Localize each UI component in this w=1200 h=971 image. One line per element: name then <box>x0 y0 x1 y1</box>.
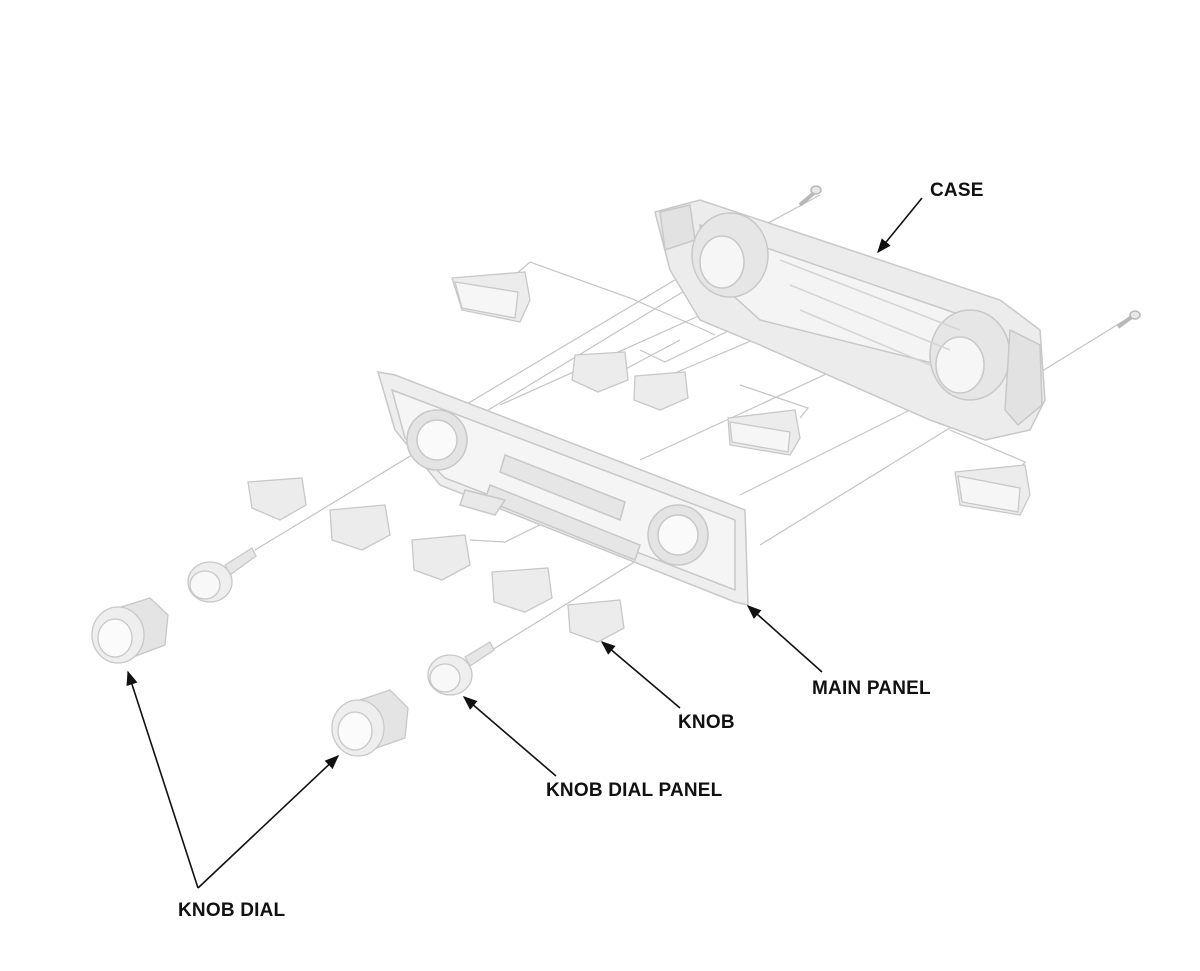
screw-right <box>1116 310 1141 329</box>
knob-button-6 <box>247 477 307 521</box>
knob-dial-panel-2 <box>427 641 495 696</box>
arrow-case <box>877 197 923 254</box>
knob-button-7 <box>329 504 391 551</box>
knob-button-8 <box>411 534 471 581</box>
label-knob-dial-panel: KNOB DIAL PANEL <box>546 780 723 801</box>
knob-button-3 <box>633 371 689 411</box>
knob-button-9 <box>491 567 553 613</box>
knob-dial-2 <box>331 689 409 757</box>
arrow-knob-dial-panel <box>462 696 557 777</box>
label-knob: KNOB <box>678 712 735 733</box>
callout-arrows <box>126 197 923 889</box>
knob-button-1 <box>451 271 531 323</box>
knob-dial-panel-1 <box>187 547 257 603</box>
knob-button-5 <box>954 464 1031 516</box>
arrow-knob <box>600 641 681 709</box>
knob-button-10 <box>567 599 625 643</box>
label-case: CASE <box>930 180 984 201</box>
knob-dial-1 <box>91 597 169 664</box>
label-main-panel: MAIN PANEL <box>812 678 931 699</box>
screw-upper <box>798 185 822 207</box>
arrow-main-panel <box>746 605 823 673</box>
label-knob-dial: KNOB DIAL <box>178 900 286 921</box>
case-part <box>654 199 1046 441</box>
arrow-knob-dial-left <box>126 670 199 889</box>
main-panel-part <box>376 371 749 606</box>
knob-button-4 <box>727 409 801 456</box>
arrow-knob-dial-right <box>197 755 340 889</box>
knob-button-2 <box>571 351 629 393</box>
